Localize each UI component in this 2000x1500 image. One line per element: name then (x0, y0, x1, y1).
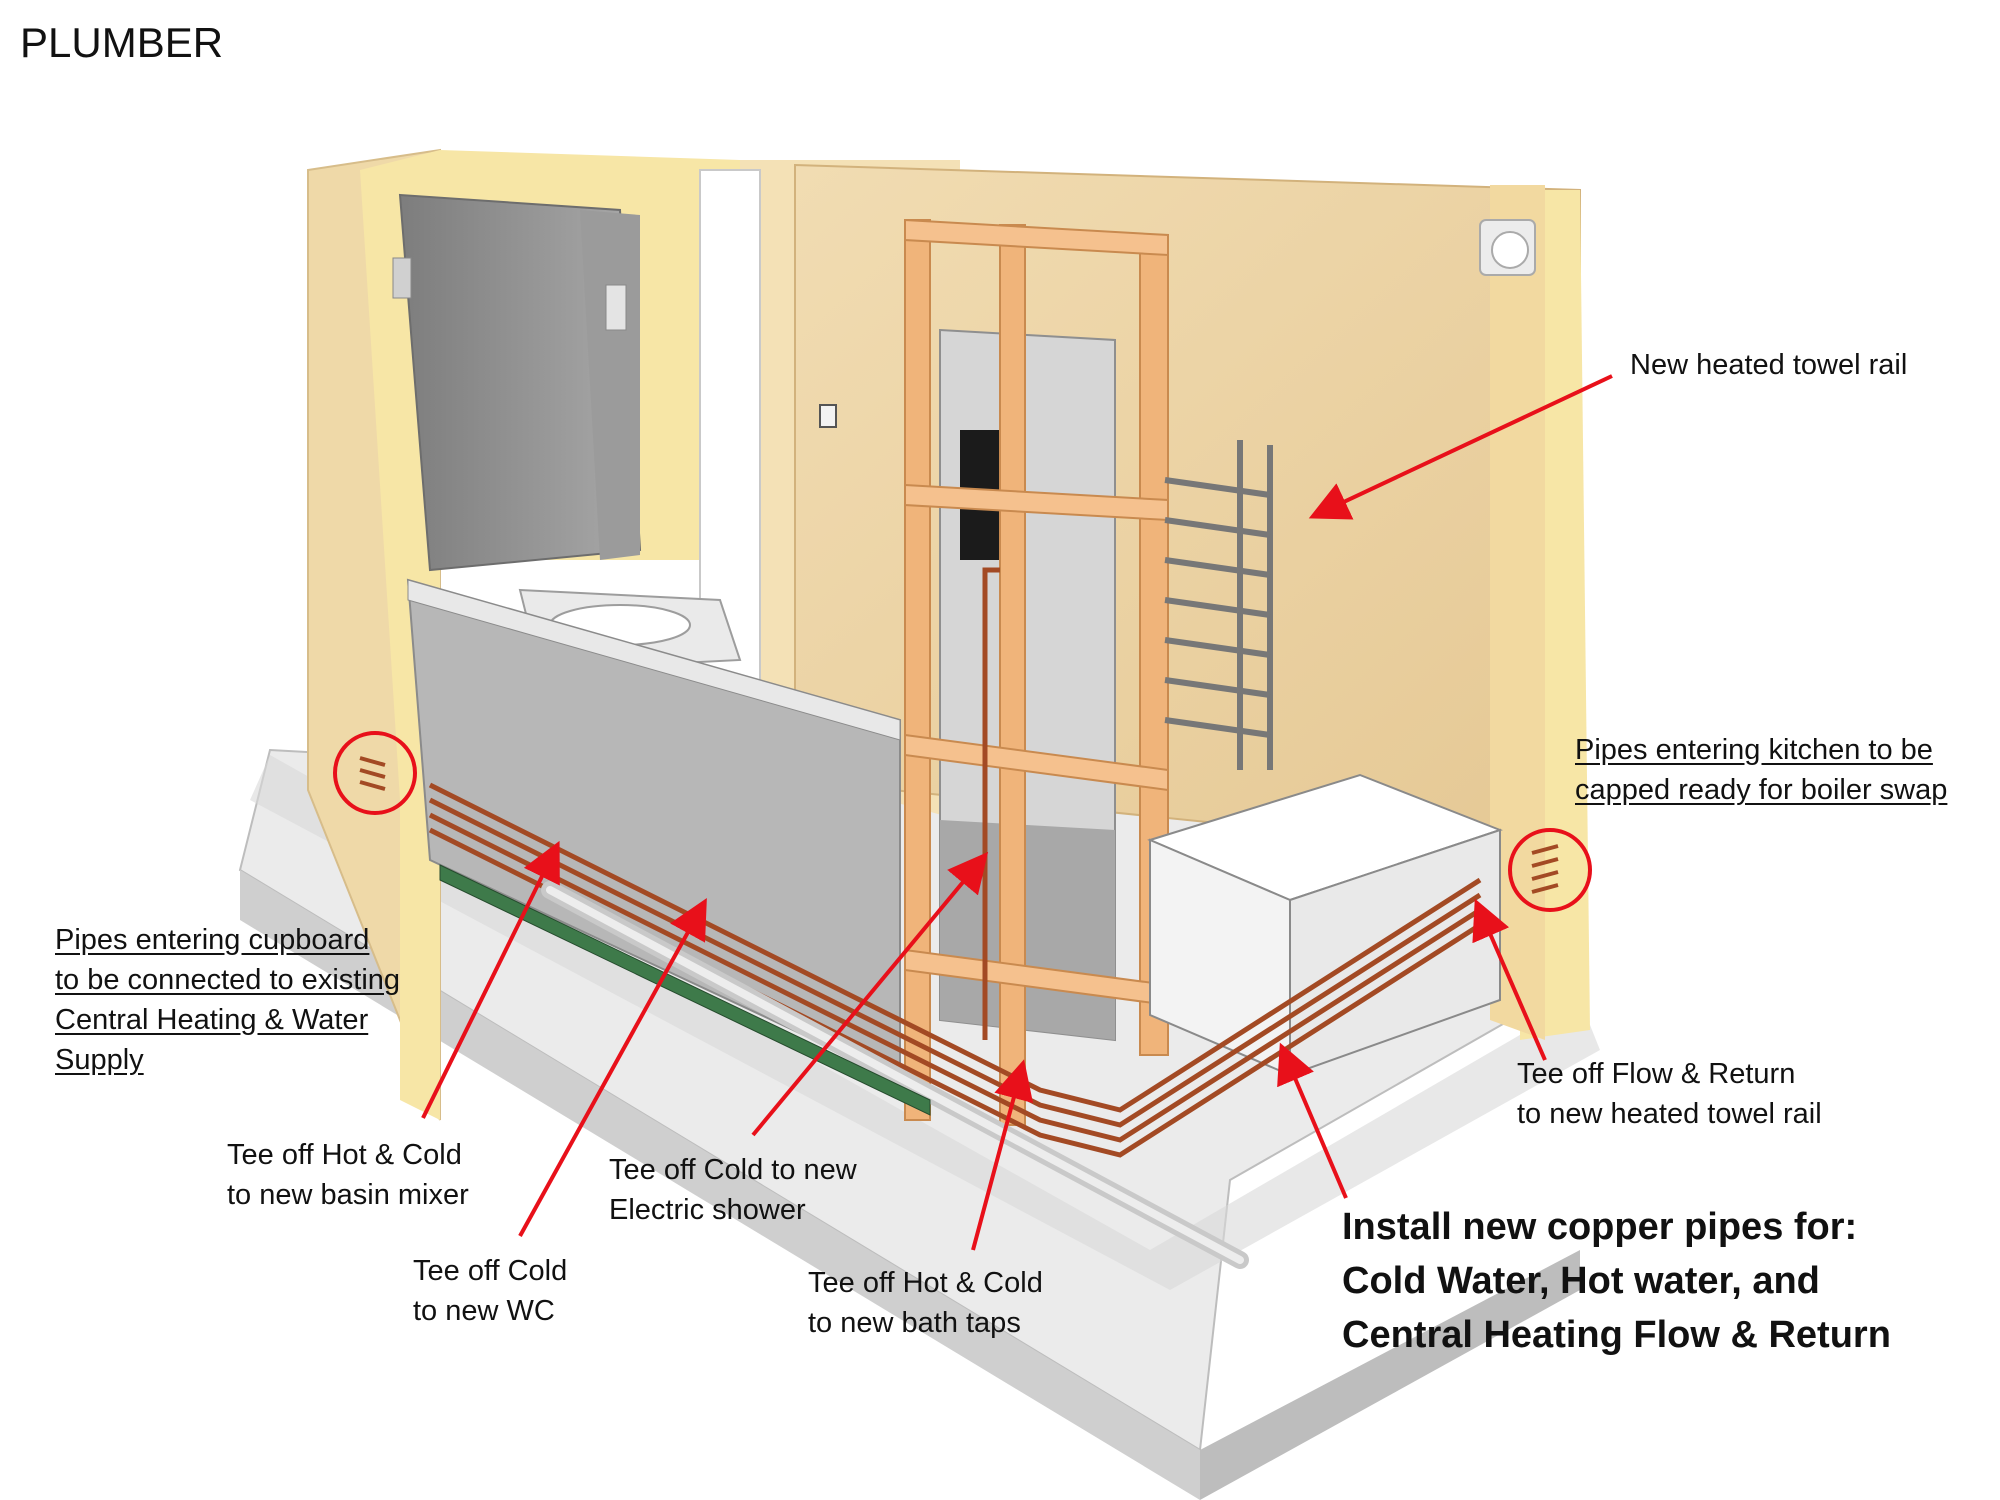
main-install-note-line-1: Install new copper pipes for: (1342, 1206, 1858, 1248)
arrow-basin (421, 840, 560, 1119)
label-shower-line-2: Electric shower (609, 1194, 806, 1226)
label-flow-return-line-1: Tee off Flow & Return (1517, 1058, 1796, 1090)
label-cupboard-pipes-line-1: Pipes entering cupboard (55, 924, 370, 956)
arrow-shower (751, 851, 989, 1137)
arrow-flow-return (1472, 898, 1547, 1061)
mirror-cabinet (392, 193, 642, 572)
label-basin-line-2: to new basin mixer (227, 1179, 469, 1211)
green-skirting (439, 864, 931, 1116)
label-basin: Tee off Hot & Cold to new basin mixer (227, 1135, 469, 1215)
arrow-main-note (1277, 1042, 1348, 1199)
timber-stud-frame (904, 218, 1169, 1126)
label-bath-line-1: Tee off Hot & Cold (808, 1267, 1043, 1299)
bath (1147, 773, 1503, 1077)
label-towel-rail: New heated towel rail (1630, 349, 1908, 381)
main-install-note: Install new copper pipes for: Cold Water… (1342, 1200, 1891, 1362)
label-shower-line-1: Tee off Cold to new (609, 1154, 857, 1186)
label-cupboard-pipes-line-2: to be connected to existing (55, 964, 401, 996)
main-install-note-line-3: Central Heating Flow & Return (1342, 1314, 1891, 1356)
arrow-bath (971, 1059, 1034, 1251)
extractor-fan (1479, 219, 1536, 276)
capped-pipes-kitchen-marker (1508, 828, 1592, 912)
page-title: PLUMBER (20, 19, 224, 66)
arrow-towel-rail (1308, 374, 1613, 520)
capped-pipes-cupboard-marker (333, 731, 417, 815)
label-flow-return-line-2: to new heated towel rail (1517, 1098, 1822, 1130)
label-cupboard-pipes-line-4: Supply (55, 1044, 144, 1076)
label-wc-line-2: to new WC (413, 1295, 555, 1327)
label-kitchen-pipes-line-2: capped ready for boiler swap (1575, 774, 1948, 806)
label-kitchen-pipes-line-1: Pipes entering kitchen to be (1575, 734, 1933, 766)
label-kitchen-pipes: Pipes entering kitchen to be capped read… (1575, 730, 1947, 810)
label-cupboard-pipes: Pipes entering cupboard to be connected … (55, 920, 400, 1080)
label-flow-return: Tee off Flow & Return to new heated towe… (1517, 1054, 1822, 1134)
label-cupboard-pipes-line-3: Central Heating & Water (55, 1004, 369, 1036)
label-bath-line-2: to new bath taps (808, 1307, 1021, 1339)
main-install-note-line-2: Cold Water, Hot water, and (1342, 1260, 1820, 1302)
label-wc-line-1: Tee off Cold (413, 1255, 568, 1287)
label-wc: Tee off Cold to new WC (413, 1251, 567, 1331)
grey-half-wall (406, 578, 901, 1082)
label-shower: Tee off Cold to new Electric shower (609, 1150, 857, 1230)
waste-pipe (541, 881, 1249, 1269)
arrow-wc (518, 897, 707, 1237)
label-bath: Tee off Hot & Cold to new bath taps (808, 1263, 1043, 1343)
annotation-arrows (421, 374, 1613, 1251)
heated-towel-rail (1164, 440, 1273, 770)
label-basin-line-1: Tee off Hot & Cold (227, 1139, 462, 1171)
